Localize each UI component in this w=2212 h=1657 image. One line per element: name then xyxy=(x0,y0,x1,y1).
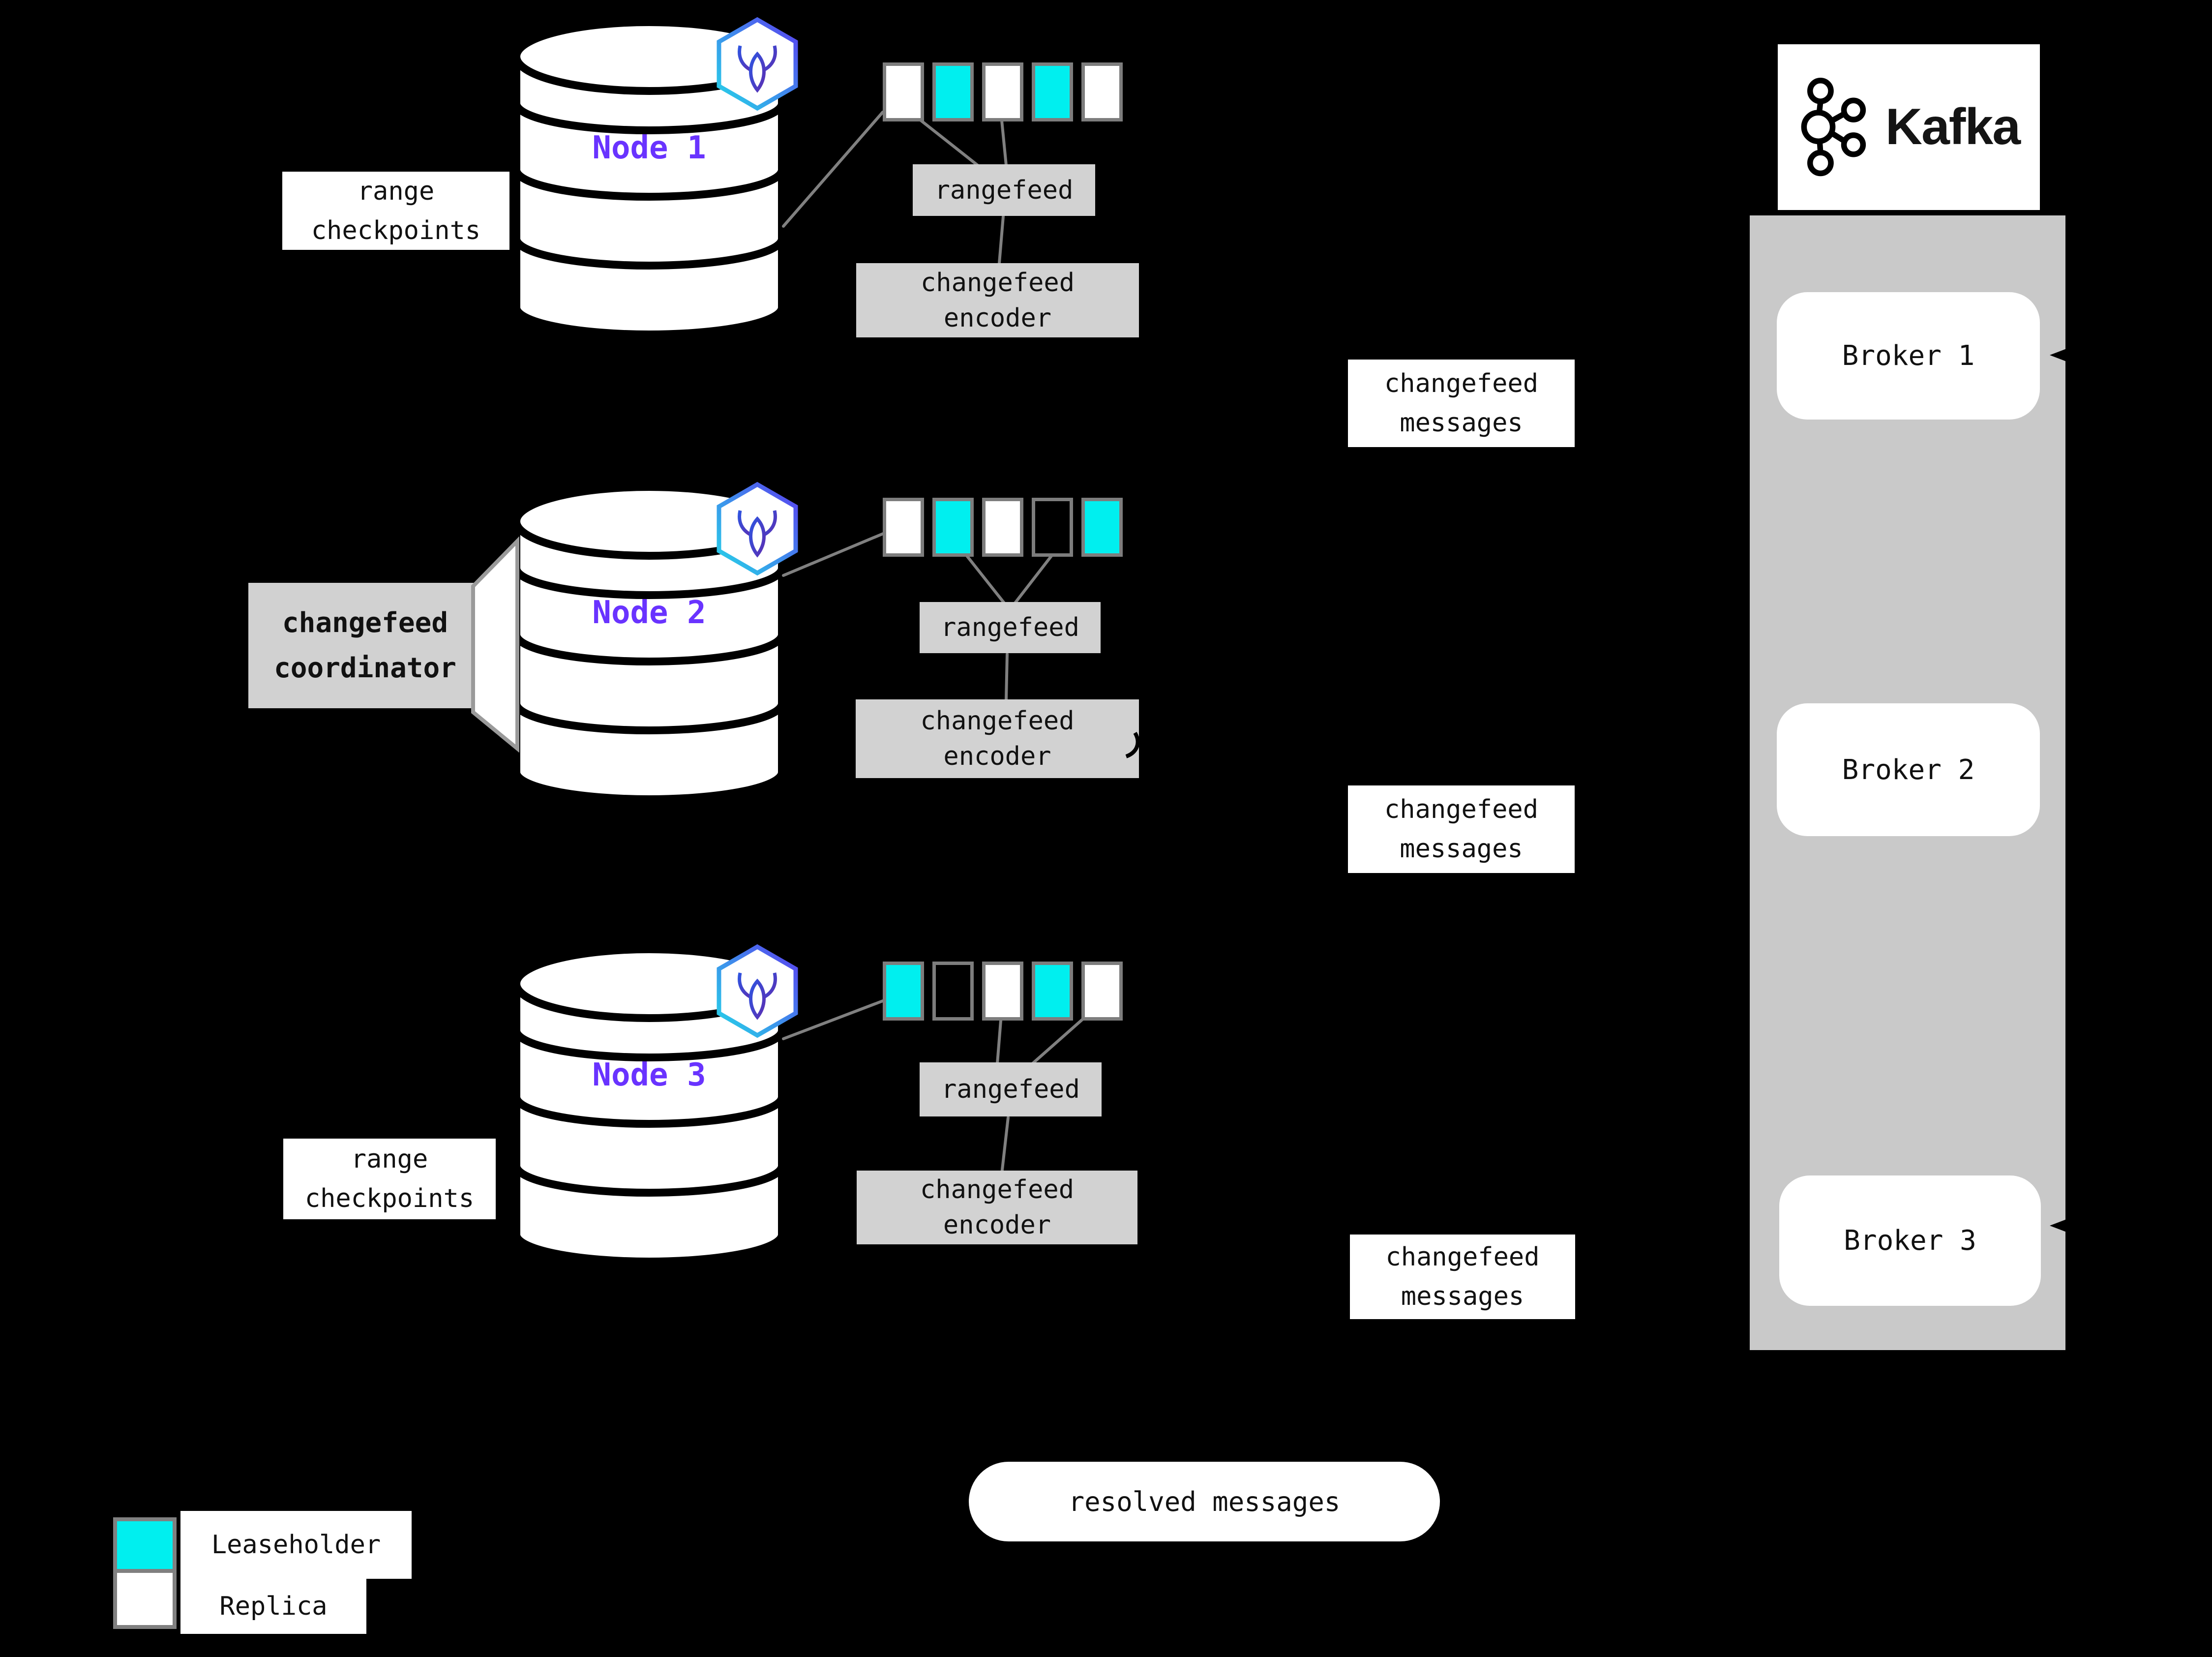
node1-database-cylinder-icon xyxy=(512,18,786,338)
coordinator-line1: changefeed xyxy=(282,606,448,639)
node-2-label: Node 2 xyxy=(592,595,706,631)
legend-replica-labelbox: Replica xyxy=(180,1579,366,1634)
resolved-messages-label: resolved messages xyxy=(1068,1486,1341,1517)
node2-range-square-5 xyxy=(1081,498,1123,557)
node1-rangefeed-box: rangefeed xyxy=(913,164,1095,216)
messages3-line1: changefeed xyxy=(1385,1242,1540,1272)
legend-leaseholder-swatch xyxy=(113,1517,177,1577)
changefeed-coordinator-box: changefeed coordinator xyxy=(248,583,482,708)
changefeed-messages-label-2: changefeed messages xyxy=(1348,785,1575,873)
node3-range-square-1 xyxy=(883,962,924,1021)
cockroachdb-icon-node1 xyxy=(717,17,798,111)
node3-range-square-4 xyxy=(1032,962,1073,1021)
range-checkpoints2-line2: checkpoints xyxy=(304,1184,475,1213)
kafka-logo-box: Kafka xyxy=(1778,44,2040,210)
broker-1-label: Broker 1 xyxy=(1842,340,1975,372)
legend-leaseholder-labelbox: Leaseholder xyxy=(180,1511,412,1579)
kafka-broker-3: Broker 3 xyxy=(1779,1175,2041,1306)
node2-database-cylinder-icon xyxy=(512,483,786,803)
node1-range-square-4 xyxy=(1032,62,1073,121)
range-checkpoints-line2: checkpoints xyxy=(311,215,481,245)
node3-range-square-2 xyxy=(932,962,974,1021)
node2-encoder-line2: encoder xyxy=(943,742,1051,771)
node1-encoder-line2: encoder xyxy=(943,303,1052,333)
range-checkpoints2-line1: range xyxy=(351,1145,428,1174)
legend-leaseholder-label: Leaseholder xyxy=(211,1530,381,1560)
messages3-line2: messages xyxy=(1401,1282,1524,1311)
broker-2-label: Broker 2 xyxy=(1842,753,1975,786)
node3-range-square-5 xyxy=(1081,962,1123,1021)
node3-database-cylinder-icon xyxy=(512,945,786,1265)
messages2-line2: messages xyxy=(1400,834,1523,864)
node1-range-square-5 xyxy=(1081,62,1123,121)
node1-encoder-line1: changefeed xyxy=(920,268,1075,298)
messages2-line1: changefeed xyxy=(1384,795,1539,824)
node3-encoder-line1: changefeed xyxy=(920,1175,1075,1205)
range-checkpoints-label-top: range checkpoints xyxy=(282,172,509,250)
kafka-icon xyxy=(1801,77,1866,176)
range-checkpoints-label-bottom: range checkpoints xyxy=(283,1139,496,1219)
node1-range-square-2 xyxy=(932,62,974,121)
node2-rangefeed-label: rangefeed xyxy=(941,613,1079,642)
resolved-messages-pill: resolved messages xyxy=(969,1462,1440,1541)
messages1-line2: messages xyxy=(1400,408,1523,438)
node1-changefeed-encoder-box: changefeed encoder xyxy=(856,263,1139,337)
node3-range-square-3 xyxy=(982,962,1023,1021)
cockroachdb-icon-node2 xyxy=(717,482,798,576)
node2-range-square-2 xyxy=(932,498,974,557)
node-3-label: Node 3 xyxy=(592,1057,706,1093)
legend-replica-swatch xyxy=(113,1569,177,1629)
node3-encoder-line2: encoder xyxy=(943,1210,1051,1240)
node1-range-square-3 xyxy=(982,62,1023,121)
kafka-broker-1: Broker 1 xyxy=(1777,292,2040,420)
node3-changefeed-encoder-box: changefeed encoder xyxy=(857,1171,1137,1244)
node3-rangefeed-box: rangefeed xyxy=(920,1062,1102,1116)
node-1-label: Node 1 xyxy=(592,130,706,166)
node2-range-square-4 xyxy=(1032,498,1073,557)
changefeed-messages-label-1: changefeed messages xyxy=(1348,360,1575,447)
broker-3-label: Broker 3 xyxy=(1844,1225,1976,1257)
node1-rangefeed-label: rangefeed xyxy=(934,175,1074,205)
range-checkpoints-line1: range xyxy=(357,176,435,206)
legend-replica-label: Replica xyxy=(219,1592,328,1621)
changefeed-messages-label-3: changefeed messages xyxy=(1350,1235,1575,1319)
kafka-brand-label: Kafka xyxy=(1885,98,2021,155)
node2-range-square-1 xyxy=(883,498,924,557)
node2-rangefeed-box: rangefeed xyxy=(920,602,1101,653)
cockroachdb-icon-node3 xyxy=(717,944,798,1038)
node2-encoder-line1: changefeed xyxy=(920,706,1075,736)
messages1-line1: changefeed xyxy=(1384,369,1539,398)
node2-changefeed-encoder-box: changefeed encoder xyxy=(856,699,1139,778)
coordinator-line2: coordinator xyxy=(274,652,456,684)
node3-rangefeed-label: rangefeed xyxy=(941,1075,1080,1104)
node2-range-square-3 xyxy=(982,498,1023,557)
kafka-broker-2: Broker 2 xyxy=(1777,703,2040,836)
node1-range-square-1 xyxy=(883,62,924,121)
